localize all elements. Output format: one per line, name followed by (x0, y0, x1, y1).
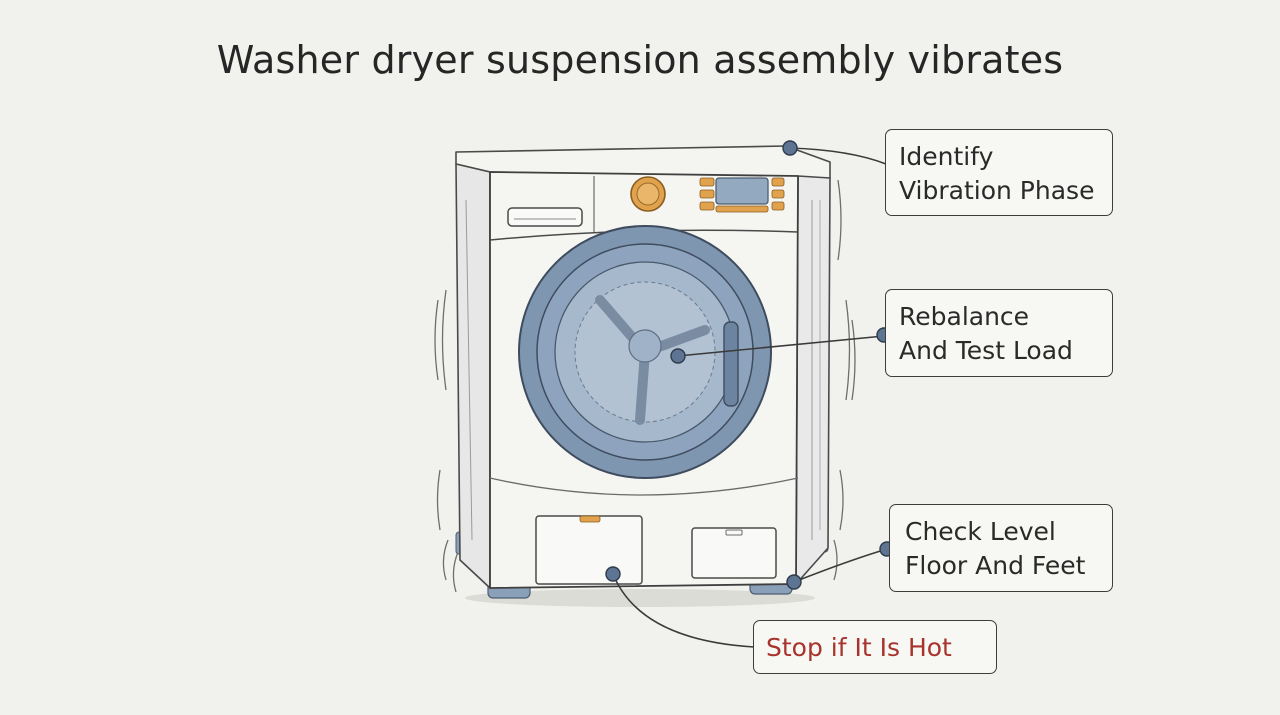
marker-filter (605, 566, 621, 582)
detergent-drawer (507, 207, 583, 227)
callout-line: Check Level (905, 517, 1056, 546)
leader-identify (789, 147, 887, 165)
diagram-title: Washer dryer suspension assembly vibrate… (216, 38, 1064, 82)
marker-drum (670, 348, 686, 364)
door-handle (723, 321, 739, 407)
filter-cover (535, 515, 643, 585)
callout-line: And Test Load (899, 336, 1073, 365)
callout-line: Identify (899, 142, 994, 171)
service-panel (691, 527, 777, 579)
callout-check-level-floor-and-feet: Check Level Floor And Feet (889, 504, 1113, 592)
marker-top (782, 140, 798, 156)
callout-line: Vibration Phase (899, 176, 1095, 205)
washer-door (518, 225, 772, 479)
leader-level (793, 548, 888, 583)
callout-line: Floor And Feet (905, 551, 1086, 580)
floor-shadow (465, 589, 815, 607)
callout-stop-if-hot: Stop if It Is Hot (753, 620, 997, 674)
leader-stop (612, 573, 755, 648)
callout-rebalance-and-test-load: Rebalance And Test Load (885, 289, 1113, 377)
control-display (699, 177, 785, 213)
washer-side-left (455, 163, 491, 589)
callout-line: Rebalance (899, 302, 1030, 331)
leader-rebalance (677, 335, 885, 357)
washer-side-right (795, 175, 831, 585)
callout-identify-vibration-phase: Identify Vibration Phase (885, 129, 1113, 216)
warning-text: Stop if It Is Hot (766, 633, 952, 662)
marker-foot (786, 574, 802, 590)
